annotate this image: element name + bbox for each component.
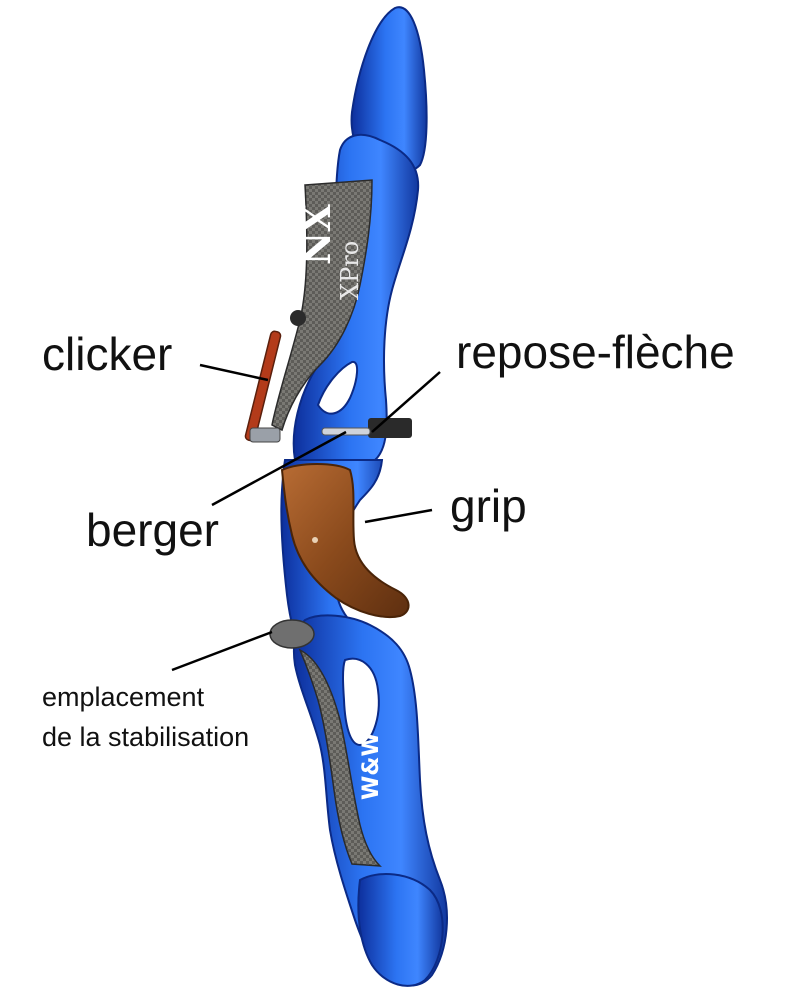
clicker-base	[250, 428, 280, 442]
riser-model-mark: NX	[297, 204, 339, 265]
leader-line-grip	[365, 510, 432, 522]
label-repose-fleche: repose-flèche	[456, 326, 735, 378]
riser-model-sub-mark: XPro	[336, 241, 364, 300]
riser: NX XPro W&W	[245, 7, 447, 986]
label-stabilisation-line1: emplacement	[42, 682, 205, 712]
label-grip: grip	[450, 480, 527, 532]
stabilizer-bushing	[270, 620, 314, 648]
berger-button	[322, 428, 370, 435]
label-clicker: clicker	[42, 328, 172, 380]
lower-window-cutout	[343, 659, 379, 745]
lower-limb-pocket	[358, 874, 442, 986]
arrow-rest-block	[368, 418, 412, 438]
leader-line-clicker	[200, 365, 268, 380]
label-berger: berger	[86, 504, 219, 556]
leader-line-stabilisation	[172, 632, 272, 670]
riser-brand-mark: W&W	[359, 732, 384, 800]
grip-screw	[312, 537, 318, 543]
clicker-screw	[290, 310, 306, 326]
label-stabilisation-line2: de la stabilisation	[42, 722, 249, 752]
